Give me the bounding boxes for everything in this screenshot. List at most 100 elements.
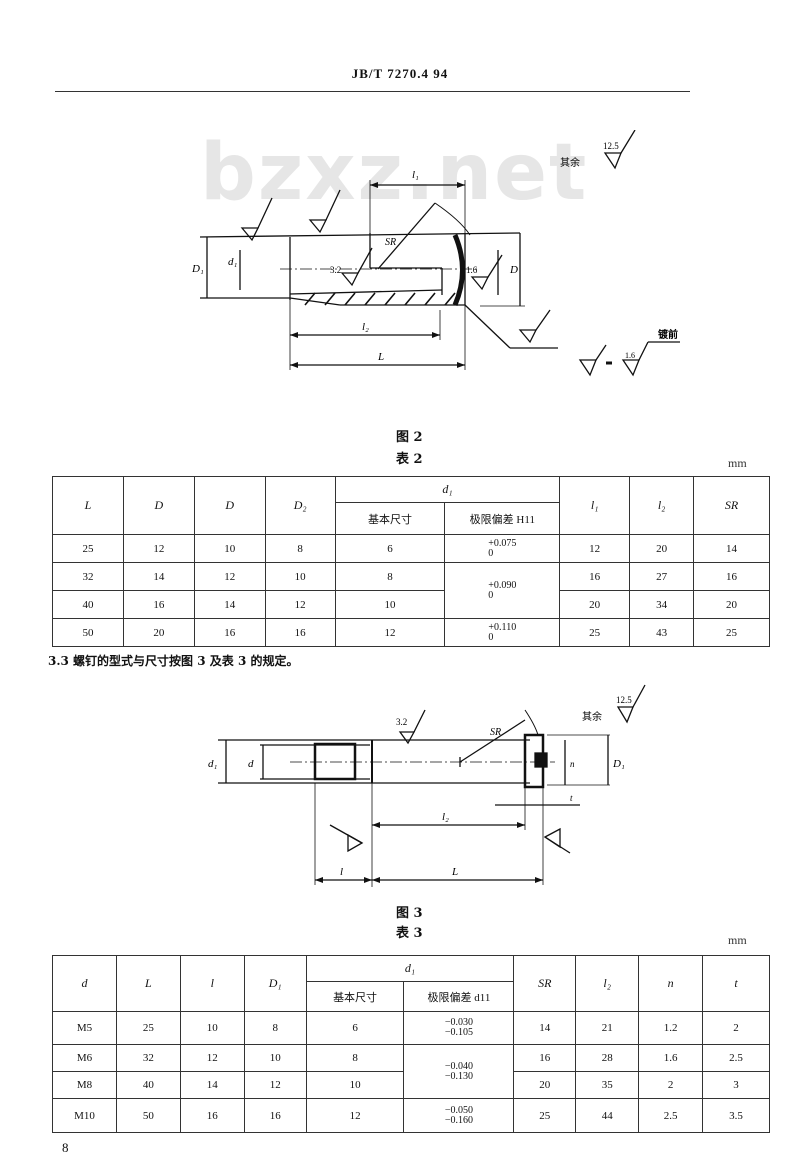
- cell-SR: 25: [693, 618, 770, 647]
- table-row: M6 32 12 10 8 −0.040−0.130 16 28 1.6 2.5: [52, 1044, 770, 1099]
- watermark: bzxz.net: [200, 128, 589, 218]
- cell-t: 3: [702, 1071, 770, 1099]
- cell-l1: 20: [559, 590, 631, 619]
- fig2-others-label: 其余: [560, 156, 580, 169]
- cell-l2: 21: [575, 1011, 640, 1045]
- cell-n: 1.6: [638, 1044, 704, 1072]
- cell-tolerance: −0.050−0.160: [403, 1098, 515, 1133]
- tol-upper: +0.110: [488, 621, 517, 633]
- cell-basic-size: 8: [305, 1044, 405, 1072]
- tol-lower: 0: [488, 589, 494, 601]
- cell-l2: 27: [629, 562, 695, 591]
- cell-SR: 25: [513, 1098, 577, 1133]
- cell-SR: 16: [513, 1044, 577, 1072]
- table-2-unit: mm: [728, 456, 747, 470]
- fig2-label-l1: l₁: [412, 169, 419, 181]
- col-header-d1: d₁: [334, 476, 561, 503]
- cell-d: M5: [52, 1011, 117, 1045]
- col-header-t: t: [702, 955, 770, 1012]
- cell-L: 40: [52, 590, 124, 619]
- cell-n: 2: [638, 1071, 704, 1099]
- cell-l: 10: [179, 1011, 245, 1045]
- cell-l: 16: [179, 1098, 245, 1133]
- cell-L: 32: [115, 1044, 181, 1072]
- col-header-tolerance-d11: 极限偏差 d11: [403, 981, 515, 1012]
- cell-d: M8: [52, 1071, 117, 1099]
- col-header-d1: d₁: [305, 955, 515, 982]
- cell-D-2: 14: [193, 590, 266, 619]
- tol-upper: +0.075: [488, 537, 517, 549]
- fig2-roughness-1-6: 1.6: [466, 265, 478, 275]
- cell-d: M10: [52, 1098, 117, 1133]
- col-header-d: d: [52, 955, 117, 1012]
- cell-n: 2.5: [638, 1098, 704, 1133]
- cell-SR: 16: [693, 562, 770, 591]
- fig2-equiv-value: 1.6: [625, 351, 635, 360]
- tol-upper: −0.040: [444, 1060, 473, 1072]
- fig2-label-SR: SR: [385, 237, 396, 248]
- col-header-basic-size: 基本尺寸: [334, 502, 446, 535]
- cell-l2: 34: [629, 590, 695, 619]
- fig3-label-D1: D₁: [612, 758, 625, 770]
- fig2-label-d1: d₁: [228, 256, 238, 268]
- figure-3-drawing: d₁ d SR 3.2 l₂ l L D₁ n t 其余 12.5: [208, 684, 646, 887]
- cell-D-2: 12: [193, 562, 266, 591]
- cell-D: 16: [122, 590, 195, 619]
- section-3-3-text: 3.3 螺钉的型式与尺寸按图 3 及表 3 的规定。: [48, 654, 299, 668]
- cell-basic-size: 8: [334, 562, 446, 591]
- fig2-label-l2: l₂: [362, 321, 369, 333]
- col-header-SR: SR: [513, 955, 577, 1012]
- header-rule: [55, 91, 690, 92]
- cell-l: 12: [179, 1044, 245, 1072]
- col-header-tolerance-H11: 极限偏差 H11: [444, 502, 561, 535]
- col-header-D1: D₁: [243, 955, 307, 1012]
- cell-l2: 35: [575, 1071, 640, 1099]
- cell-tolerance: −0.030−0.105: [403, 1011, 515, 1045]
- cell-SR: 14: [693, 534, 770, 563]
- cell-l: 14: [179, 1071, 245, 1099]
- cell-t: 2: [702, 1011, 770, 1045]
- table-row: M10 50 16 16 12 −0.050−0.160 25 44 2.5 3…: [52, 1098, 770, 1133]
- col-header-L: L: [52, 476, 124, 535]
- cell-D: 20: [122, 618, 195, 647]
- col-header-n: n: [638, 955, 704, 1012]
- cell-D1: 12: [243, 1071, 307, 1099]
- cell-D-2: 16: [193, 618, 266, 647]
- tol-upper: +0.090: [488, 579, 517, 591]
- table-row: 40 16 14 12 10 20 34 20: [52, 590, 770, 619]
- cell-D2: 10: [264, 562, 336, 591]
- figure-2-drawing: l₁ l₂ L D₁ d₁ D SR 3.2 1.6 其余 12.5 1.6 镀…: [191, 130, 680, 377]
- cell-basic-size: 10: [334, 590, 446, 619]
- cell-SR: 20: [693, 590, 770, 619]
- cell-L: 25: [52, 534, 124, 563]
- table-row: M8 40 14 12 10 20 35 2 3: [52, 1071, 770, 1099]
- cell-t: 2.5: [702, 1044, 770, 1072]
- cell-l2: 44: [575, 1098, 640, 1133]
- cell-D: 12: [122, 534, 195, 563]
- tol-lower: 0: [488, 547, 494, 559]
- cell-D-2: 10: [193, 534, 266, 563]
- cell-D2: 8: [264, 534, 336, 563]
- col-header-L: L: [115, 955, 181, 1012]
- tol-upper: −0.030: [444, 1017, 473, 1028]
- fig2-label-L: L: [377, 351, 384, 363]
- cell-tolerance: −0.040−0.130: [403, 1044, 515, 1099]
- tol-lower: −0.105: [444, 1027, 473, 1038]
- fig2-label-D1: D₁: [191, 263, 204, 275]
- cell-D2: 16: [264, 618, 336, 647]
- cell-d: M6: [52, 1044, 117, 1072]
- cell-basic-size: 10: [305, 1071, 405, 1099]
- cell-D1: 8: [243, 1011, 307, 1045]
- cell-l1: 25: [559, 618, 631, 647]
- cell-L: 32: [52, 562, 124, 591]
- cell-t: 3.5: [702, 1098, 770, 1133]
- col-header-D-2: D: [193, 476, 266, 535]
- cell-basic-size: 12: [334, 618, 446, 647]
- cell-L: 40: [115, 1071, 181, 1099]
- cell-n: 1.2: [638, 1011, 704, 1045]
- fig3-label-n: n: [570, 759, 575, 769]
- fig3-label-L: L: [451, 866, 458, 878]
